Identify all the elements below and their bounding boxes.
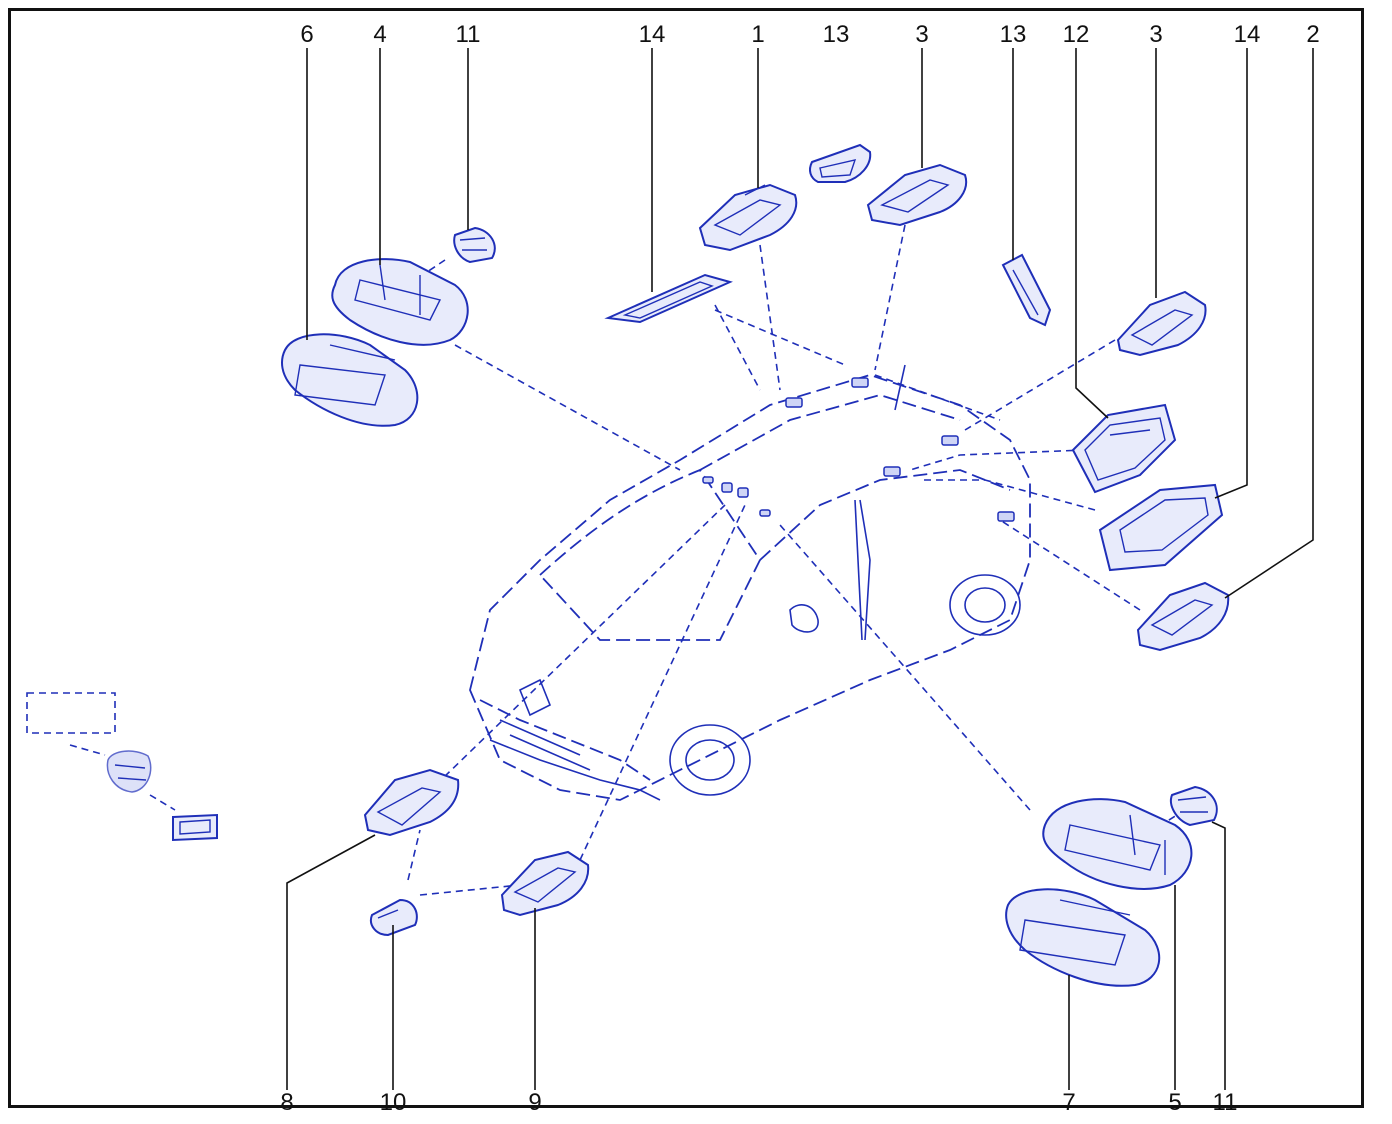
callout-bottom-4: 5: [1168, 1089, 1181, 1116]
part-14-trim-frame-right: [1098, 483, 1224, 572]
part-12-console-lamp: [1071, 403, 1177, 494]
callout-top-7: 13: [1000, 21, 1027, 48]
part-connector-group: [26, 692, 218, 842]
part-7-lamp-lens-right: [1005, 888, 1161, 987]
diagram-frame: [8, 8, 1364, 1108]
part-13-side-strip: [1001, 253, 1052, 327]
part-11-bulb-right: [1170, 785, 1218, 827]
callout-bottom-2: 9: [528, 1089, 541, 1116]
part-4-lamp-housing: [331, 258, 469, 346]
part-8-lamp: [363, 768, 460, 837]
callout-top-6: 3: [915, 21, 928, 48]
callout-labels-bottom: 8 10 9 7 5 11: [280, 1089, 1237, 1116]
part-6-lamp-lens: [281, 333, 419, 427]
callout-top-0: 6: [300, 21, 313, 48]
car-outline: [469, 364, 1031, 801]
part-14-trim-strip-top: [604, 273, 733, 324]
callout-top-4: 1: [751, 21, 764, 48]
part-13-lens-top: [809, 143, 872, 183]
callout-top-3: 14: [639, 21, 666, 48]
callout-bottom-3: 7: [1062, 1089, 1075, 1116]
callout-labels-top: 6 4 11 14 1 13 3 13 12 3 14 2: [300, 21, 1319, 48]
callout-top-8: 12: [1063, 21, 1090, 48]
part-11-bulb-left: [453, 226, 496, 264]
part-1-roof-lamp: [698, 183, 798, 252]
callout-top-1: 4: [373, 21, 386, 48]
callout-bottom-0: 8: [280, 1089, 293, 1116]
part-5-lamp-housing-right: [1042, 798, 1193, 890]
part-10-bulb: [370, 898, 418, 937]
part-3-lamp-right: [1116, 290, 1207, 357]
part-9-lamp: [500, 850, 590, 917]
car-lamp-markers: [702, 377, 1015, 522]
callout-top-10: 14: [1234, 21, 1261, 48]
part-2-lamp: [1136, 581, 1230, 652]
callout-top-9: 3: [1149, 21, 1162, 48]
callout-bottom-1: 10: [380, 1089, 407, 1116]
leader-lines: [286, 48, 1314, 1090]
callout-top-5: 13: [823, 21, 850, 48]
callout-top-2: 11: [456, 21, 481, 48]
part-3-lamp-top: [866, 163, 968, 227]
callout-top-11: 2: [1306, 21, 1319, 48]
callout-bottom-5: 11: [1213, 1089, 1238, 1116]
assembly-lines: [69, 224, 1186, 896]
